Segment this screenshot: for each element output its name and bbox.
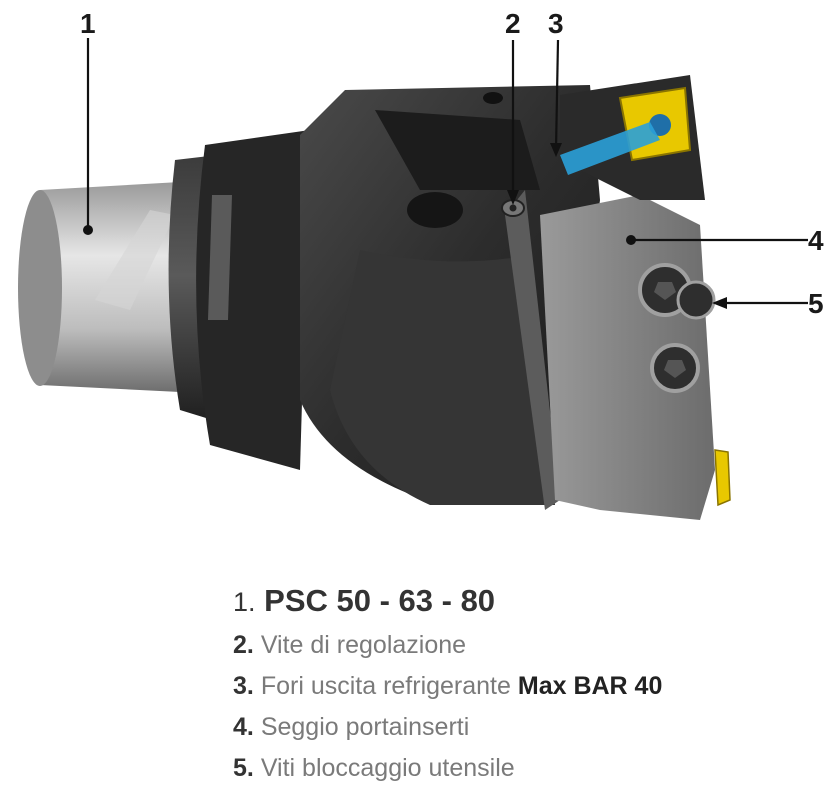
legend-number: 4. xyxy=(233,713,254,741)
coolant-jet xyxy=(560,122,660,175)
legend-number: 2. xyxy=(233,631,254,659)
legend-item-2: 2. Vite di regolazione xyxy=(233,633,823,658)
legend-emphasis: Max BAR 40 xyxy=(517,672,663,700)
arrow-head-2 xyxy=(507,190,519,205)
callout-4: 4 xyxy=(808,225,824,256)
leader-lines xyxy=(86,38,808,305)
marker-dot-4 xyxy=(626,235,636,245)
collar xyxy=(168,130,310,470)
leader-3 xyxy=(554,39,560,151)
insert-bottom xyxy=(714,449,731,507)
arrow-head-5 xyxy=(712,297,727,309)
legend-text: Seggio portainserti xyxy=(260,713,470,741)
tool-body xyxy=(300,85,600,510)
legend-text: Vite di regolazione xyxy=(260,631,467,659)
legend-item-5: 5. Viti bloccaggio utensile xyxy=(233,756,823,781)
legend-text: PSC 50 - 63 - 80 xyxy=(264,583,496,618)
legend-item-4: 4. Seggio portainserti xyxy=(233,715,823,740)
clamping-screws xyxy=(638,263,716,393)
tool-holder-illustration xyxy=(18,38,808,520)
legend-item-3: 3. Fori uscita refrigerante Max BAR 40 xyxy=(233,674,823,699)
legend-text: Fori uscita refrigerante xyxy=(260,672,511,700)
legend: 1. PSC 50 - 63 - 80 2. Vite di regolazio… xyxy=(233,585,823,781)
callout-5: 5 xyxy=(808,288,824,319)
shank xyxy=(18,182,180,392)
legend-number: 1. xyxy=(233,587,256,617)
legend-number: 3. xyxy=(233,672,254,700)
callout-1: 1 xyxy=(80,8,96,39)
callout-3: 3 xyxy=(548,8,564,39)
callout-2: 2 xyxy=(505,8,521,39)
marker-dot-1 xyxy=(83,225,93,235)
adjustment-screw xyxy=(501,199,525,217)
legend-number: 5. xyxy=(233,754,254,782)
legend-text: Viti bloccaggio utensile xyxy=(260,754,515,782)
legend-item-1: 1. PSC 50 - 63 - 80 xyxy=(233,585,823,616)
leader-markers xyxy=(83,143,727,309)
arrow-head-3 xyxy=(550,143,562,157)
